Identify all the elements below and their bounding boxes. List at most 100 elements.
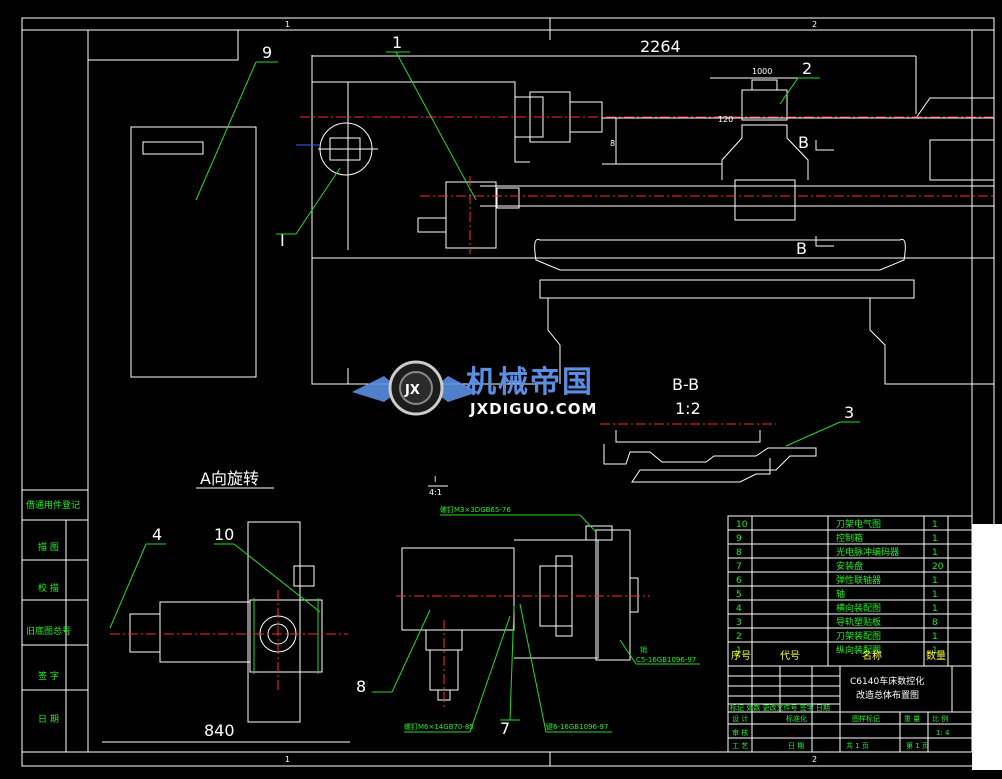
parts-row-index: 10	[736, 520, 748, 530]
wing-right-icon	[432, 376, 478, 402]
annotation-screw-bottom: 螺钉M6×14GB70-85	[404, 722, 474, 731]
parts-row-qty: 1	[932, 604, 938, 614]
section-title: B-B	[672, 375, 699, 394]
left-block-row-3: 校 描	[38, 582, 59, 594]
brand-name-en: JXDIGUO.COM	[469, 400, 597, 418]
callout-2: 2	[802, 59, 812, 78]
brand-name-cn: 机械帝国	[466, 365, 594, 400]
rotation-view-assembly	[129, 521, 323, 723]
parts-row-index: 2	[736, 632, 742, 642]
leader-9	[195, 61, 257, 201]
left-block-row-1: 借通用件登记	[26, 499, 80, 511]
title-sheet-no: 第 1 页	[906, 741, 929, 750]
title-block-grid	[727, 665, 973, 753]
title-process: 工 艺	[732, 742, 748, 750]
right-margin-blank	[972, 524, 1002, 770]
leader-2	[779, 77, 799, 105]
parts-row-index: 6	[736, 576, 742, 586]
leader-10	[233, 543, 321, 613]
parts-row-index: 3	[736, 618, 742, 628]
detail-mark: I	[434, 475, 436, 484]
parts-row-qty: 1	[932, 520, 938, 530]
parts-row-index: 9	[736, 534, 742, 544]
section-arrow-top	[815, 140, 834, 151]
parts-row-index: 7	[736, 562, 742, 572]
detail-assembly	[401, 525, 639, 701]
leader-I	[295, 167, 341, 235]
annotation-pin: 销	[640, 645, 647, 654]
annotation-key-leader	[519, 603, 547, 733]
annotation-key: 键6-16GB1096-97	[546, 722, 608, 731]
left-block-row-5: 签 字	[38, 670, 59, 682]
annotation-screw-bottom-leader	[469, 615, 511, 733]
annotation-screw-top-leader	[579, 514, 597, 533]
zone-label-top-1: 1	[285, 20, 290, 29]
parts-row-index: 4	[736, 604, 742, 614]
parts-row-name: 纵向装配图	[836, 644, 881, 656]
parts-row-qty: 1	[932, 646, 938, 656]
emblem-text: JX	[404, 383, 420, 398]
callout-4: 4	[152, 525, 162, 544]
callout-9: 9	[262, 43, 272, 62]
callout-10: 10	[214, 525, 234, 544]
parts-row-qty: 1	[932, 548, 938, 558]
parts-row-qty: 1	[932, 590, 938, 600]
zone-label-bottom-1: 1	[285, 755, 290, 764]
leader-8	[391, 609, 431, 693]
dim-2264: 2264	[640, 37, 681, 56]
brand-watermark: JX 机械帝国 JXDIGUO.COM	[352, 360, 597, 418]
dim-840: 840	[204, 721, 235, 740]
left-block-row-2: 描 图	[38, 541, 59, 553]
title-stage-mark: 图样标记	[852, 714, 880, 723]
rotation-view-title: A向旋转	[200, 469, 259, 488]
parts-header-index: 序号	[731, 649, 751, 662]
title-review: 审 核	[732, 728, 748, 737]
section-mark-b-top: B	[798, 133, 809, 152]
leader-7	[509, 605, 515, 721]
left-block-row-6: 日 期	[38, 714, 59, 725]
parts-row-name: 弹性联轴器	[836, 574, 881, 586]
section-arrow-bottom	[815, 236, 834, 247]
parts-row-qty: 1	[932, 632, 938, 642]
callout-7: 7	[500, 719, 510, 738]
title-sheet-total: 共 1 页	[846, 741, 869, 750]
title-scale-label: 比 例	[932, 714, 948, 723]
title-scale-value: 1: 4	[936, 729, 950, 737]
parts-row-index: 8	[736, 548, 742, 558]
parts-row-name: 导轨塑贴板	[836, 616, 881, 628]
title-line-2: 改造总体布置图	[856, 689, 919, 701]
parts-header-qty: 数量	[926, 649, 946, 662]
parts-row-name: 刀架装配图	[836, 630, 881, 642]
title-weight: 重 量	[904, 715, 920, 723]
title-revision-cols: 标记 处数 更改文件号 签字 日期	[730, 703, 830, 712]
title-design: 设 计	[732, 714, 748, 723]
detail-scale: 4:1	[429, 488, 442, 497]
title-date: 日 期	[788, 742, 804, 750]
callout-8: 8	[356, 677, 366, 696]
parts-row-qty: 8	[932, 618, 938, 628]
left-block-row-4: 旧底图总号	[26, 625, 71, 637]
parts-row-qty: 1	[932, 576, 938, 586]
annotation-pin-leader	[619, 639, 637, 665]
parts-row-index: 5	[736, 590, 742, 600]
section-scale: 1:2	[675, 399, 701, 418]
dim-1000: 1000	[752, 67, 772, 76]
parts-header-name: 名称	[862, 649, 882, 662]
parts-list-grid	[727, 515, 973, 667]
parts-row-name: 光电脉冲编码器	[836, 546, 899, 558]
leader-3	[785, 421, 841, 447]
parts-row-name: 安装盘	[836, 560, 863, 572]
title-line-1: C6140车床数控化	[850, 675, 924, 687]
dimension-2264	[312, 55, 917, 114]
parts-row-name: 横向装配图	[836, 602, 881, 614]
section-bb-profile	[600, 423, 817, 483]
dim-vertical-small: 120	[718, 115, 733, 124]
wing-left-icon	[352, 376, 400, 402]
parts-row-name: 控制箱	[836, 532, 863, 544]
left-registration-block	[21, 489, 89, 753]
callout-3: 3	[844, 403, 854, 422]
parts-row-qty: 1	[932, 534, 938, 544]
annotation-pin-std: C5-16GB1096-97	[636, 656, 696, 664]
